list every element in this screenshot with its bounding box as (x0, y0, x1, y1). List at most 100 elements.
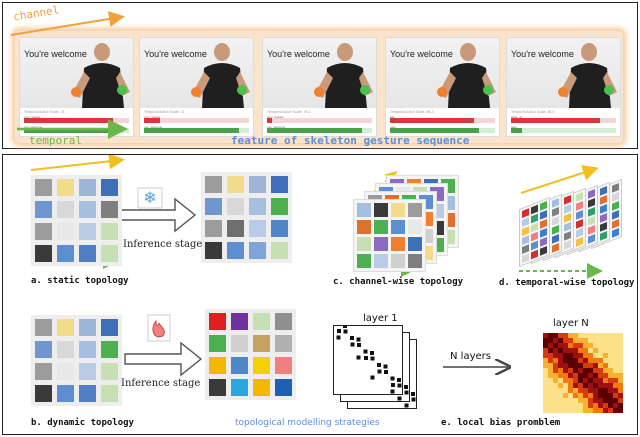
prediction-1-label: your_thanks (24, 115, 41, 119)
topology-cell (253, 379, 270, 396)
inference-stage-a: Inference stage (123, 239, 203, 250)
channel-wise-stack (353, 175, 459, 272)
prediction-1-label: what_up (511, 115, 523, 119)
topology-cell (271, 220, 288, 237)
topology-cell (253, 335, 270, 352)
topology-strategies-panel: ❄ Inference stage a. static topology Inf… (2, 154, 638, 435)
topology-cell (227, 198, 244, 215)
topology-cell (231, 313, 248, 330)
static-topology-output (201, 172, 292, 263)
topology-cell (35, 319, 52, 336)
topology-cell (249, 220, 266, 237)
topology-cell (57, 319, 74, 336)
topology-cell (205, 176, 222, 193)
topology-cell (205, 220, 222, 237)
topology-cell (357, 203, 371, 217)
topology-cell (408, 220, 422, 234)
topology-cell (374, 237, 388, 251)
prediction-1-label: ask (390, 115, 395, 119)
topology-cell (209, 335, 226, 352)
topology-cell (57, 385, 74, 402)
topology-cell (35, 341, 52, 358)
frame-meta: Temporal Action Scale: 88.3 (390, 110, 434, 114)
topology-cell (231, 335, 248, 352)
topology-cell (101, 223, 118, 240)
topology-cell (357, 254, 371, 268)
topology-cell (374, 254, 388, 268)
topology-cell (57, 245, 74, 262)
topology-cell (35, 223, 52, 240)
topology-cell (612, 227, 619, 238)
topology-cell (79, 201, 96, 218)
signer-figure (191, 43, 250, 108)
topology-cell (540, 245, 547, 256)
frame-caption: You're welcome (24, 49, 87, 59)
topology-cell (57, 341, 74, 358)
frame-meta: Temporal Action Scale: 83.9 (511, 110, 555, 114)
prediction-2-label: you_welcome (144, 125, 163, 129)
topology-cell (271, 176, 288, 193)
topology-cell (374, 203, 388, 217)
topology-cell (35, 245, 52, 262)
prediction-1-bar (267, 118, 372, 123)
prediction-1-label: your_thanks (267, 115, 284, 119)
topology-cell (588, 233, 595, 244)
topology-cell (231, 357, 248, 374)
prediction-2-label: care (390, 125, 396, 129)
signer-figure (314, 43, 373, 108)
topology-cell (35, 179, 52, 196)
channel-layer (353, 199, 426, 272)
prediction-2-bar (511, 128, 616, 133)
topology-cell (391, 220, 405, 234)
frame-meta: Temporal Action Scale: 72 (144, 110, 185, 114)
temporal-wise-stack (515, 173, 635, 268)
topology-cell (79, 363, 96, 380)
topology-cell (35, 201, 52, 218)
prediction-1-bar (24, 118, 129, 123)
frame-meta: Temporal Action Scale: 78 (24, 110, 65, 114)
strategies-label: topological modelling strategies (235, 418, 380, 428)
heatmap-grid (543, 333, 623, 413)
topology-cell (209, 357, 226, 374)
topology-cell (35, 385, 52, 402)
topology-cell (357, 220, 371, 234)
topology-cell (205, 242, 222, 259)
topology-cell (79, 179, 96, 196)
prediction-2-label: you_welcome (24, 125, 43, 129)
topology-cell (79, 341, 96, 358)
frame-caption: You're welcome (390, 49, 453, 59)
top-axes (10, 11, 128, 139)
signer-figure (558, 43, 617, 108)
layer1-label: layer 1 (363, 313, 398, 324)
topology-cell (249, 198, 266, 215)
topology-cell (209, 379, 226, 396)
topology-cell (275, 357, 292, 374)
static-topology-label: a. static topology (31, 276, 129, 286)
signer-figure (71, 43, 130, 108)
topology-cell (79, 385, 96, 402)
topology-cell (391, 203, 405, 217)
topology-cell (564, 239, 571, 250)
prediction-2-label: you_welcome (267, 125, 286, 129)
topology-cell (271, 242, 288, 259)
prediction-2-bar (267, 128, 372, 133)
dynamic-topology-output (205, 309, 296, 400)
inference-stage-b: Inference stage (121, 378, 201, 389)
topology-cell (227, 242, 244, 259)
prediction-2-bar (144, 128, 249, 133)
prediction-2-bar (390, 128, 495, 133)
temporal-axis-label: temporal (29, 134, 82, 147)
temporal-topology-label: d. temporal-wise topology (499, 278, 635, 288)
topology-cell (576, 236, 583, 247)
topology-cell (391, 254, 405, 268)
frame-meta: Temporal Action Scale: 79.1 (267, 110, 311, 114)
frame-caption: You're welcome (511, 49, 574, 59)
topology-cell (57, 223, 74, 240)
topology-cell (249, 242, 266, 259)
static-topology-input (31, 175, 122, 266)
n-layers-label: N layers (450, 351, 491, 362)
topology-cell (357, 237, 371, 251)
